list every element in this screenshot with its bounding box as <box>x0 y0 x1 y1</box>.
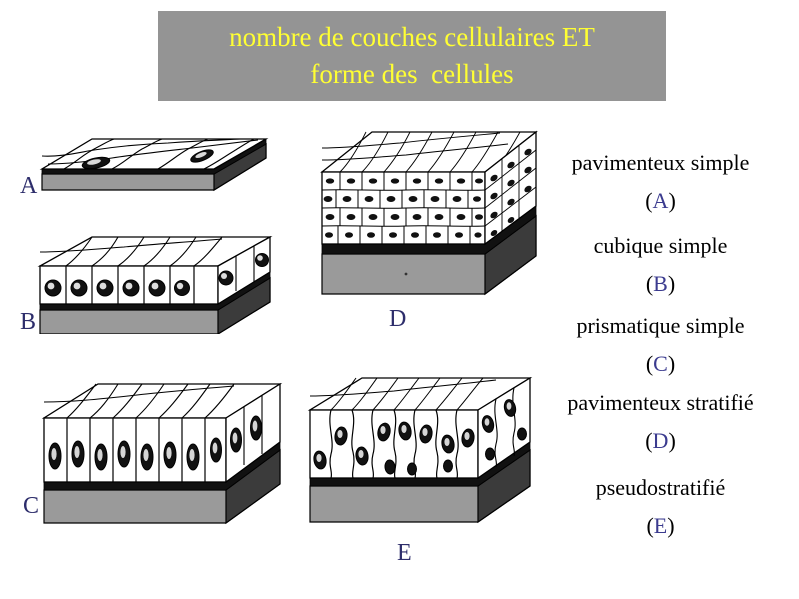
legend-key-3: (D) <box>645 428 676 453</box>
figure-label-a: A <box>20 173 38 199</box>
figure-label-d: D <box>389 306 407 332</box>
title-banner: nombre de couches cellulaires ET forme d… <box>158 11 666 101</box>
figure-a-svg <box>39 138 269 192</box>
legend-key-letter-0: A <box>652 188 669 213</box>
figure-label-b: B <box>20 309 37 335</box>
legend-name-4: pseudostratifié <box>595 475 726 500</box>
legend-name-2: prismatique simple <box>576 313 745 338</box>
legend-key-4: (E) <box>646 513 675 538</box>
figure-b-svg <box>37 235 273 336</box>
legend-name-1: cubique simple <box>593 233 728 258</box>
figure-d-stratified-squamous <box>310 126 545 311</box>
figure-c-svg <box>41 382 283 525</box>
legend-name-0: pavimenteux simple <box>571 150 750 175</box>
legend-key-letter-3: D <box>652 428 669 453</box>
figure-d-svg <box>320 130 538 296</box>
figure-label-e: E <box>397 540 412 566</box>
figure-e-pseudostratified <box>300 374 540 529</box>
figure-e-svg <box>307 376 533 524</box>
figure-label-c: C <box>23 493 40 519</box>
legend-key-letter-2: C <box>653 351 668 376</box>
legend-key-0: (A) <box>645 188 676 213</box>
legend-key-letter-1: B <box>653 271 668 296</box>
legend-key-2: (C) <box>645 351 676 376</box>
legend-name-3: pavimenteux stratifié <box>567 390 754 415</box>
figure-a-simple-squamous <box>34 128 274 200</box>
legend-key-letter-4: E <box>653 513 668 538</box>
figure-b-simple-cuboidal <box>26 234 276 336</box>
title-line-2: forme des cellules <box>310 59 514 89</box>
legend-key-1: (B) <box>645 271 676 296</box>
figure-c-simple-columnar <box>26 378 288 528</box>
title-line-1: nombre de couches cellulaires ET <box>229 22 595 52</box>
